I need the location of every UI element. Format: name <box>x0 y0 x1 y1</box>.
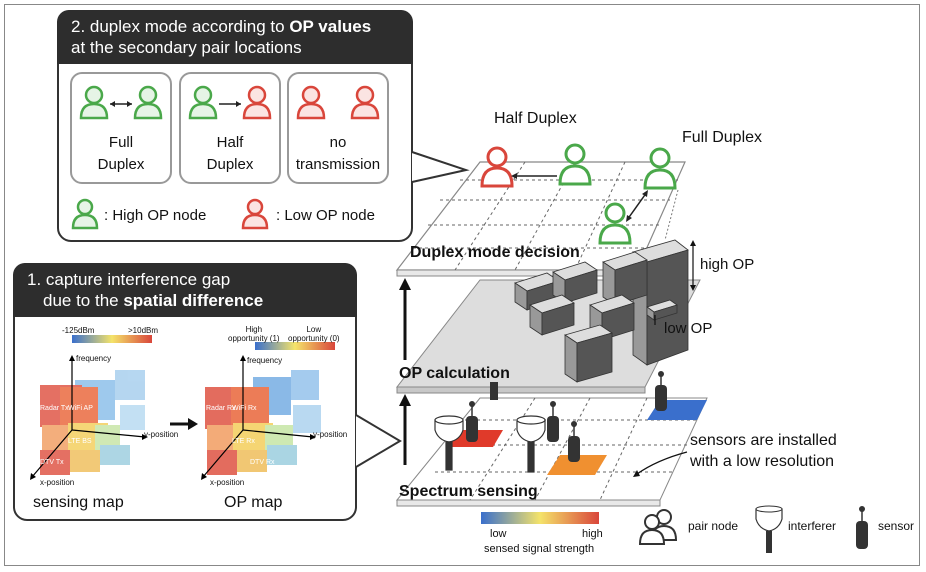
panel1-title-line2-bold: spatial difference <box>123 291 264 310</box>
high-op-node-icon <box>71 198 99 230</box>
half-duplex-pair-icon <box>188 85 272 120</box>
mode-no-transmission: no transmission <box>287 72 389 184</box>
panel2-title-bold: OP values <box>289 17 372 36</box>
duplex-mode-panel-header: 2. duplex mode according to OP values at… <box>57 10 413 64</box>
panel1-callout-pointer <box>355 414 402 468</box>
op-scale-bar <box>255 342 335 350</box>
sensing-scale-bar <box>72 335 152 343</box>
sensor-note-line1: sensors are installed <box>690 432 837 449</box>
interference-gap-panel-header: 1. capture interference gap due to the s… <box>13 263 357 317</box>
full-duplex-pair-icon <box>79 85 163 120</box>
layer-label-op-calculation: OP calculation <box>399 365 510 382</box>
layer-label-spectrum-sensing: Spectrum sensing <box>399 483 538 500</box>
op-scale-min-line2: opportunity (1) <box>228 334 280 343</box>
layer-stack-diagram <box>395 143 708 507</box>
pair-node-icon <box>638 509 678 545</box>
legend-sensor: sensor <box>878 519 915 533</box>
panel2-title-prefix: 2. duplex mode according to <box>71 17 290 36</box>
mode-half-line2: Duplex <box>206 156 254 173</box>
sensor-note-line2: with a low resolution <box>690 453 835 470</box>
sensing-axis-y: y-position <box>144 430 179 439</box>
sensing-scale-min: -125dBm <box>62 326 95 335</box>
layer-label-duplex-decision: Duplex mode decision <box>410 244 580 261</box>
label-high-op: high OP <box>700 256 755 273</box>
panel1-title-line2-prefix: due to the <box>43 291 124 310</box>
interferer-icon <box>755 505 783 553</box>
mode-none-line1: no <box>329 134 347 151</box>
sensing-scale-max: >10dBm <box>128 326 159 335</box>
legend-low-op: : Low OP node <box>276 207 375 224</box>
op-axis-x: x-position <box>210 478 245 487</box>
top-label-half-duplex: Half Duplex <box>494 110 577 127</box>
sensing-cell-lte: LTE BS <box>68 438 92 445</box>
mode-none-line2: transmission <box>295 156 381 173</box>
op-bars <box>514 239 689 383</box>
sensor-icon <box>856 506 868 549</box>
figure-frame <box>4 4 920 566</box>
sensing-cell-radar: Radar Tx <box>40 405 69 412</box>
panel2-title-line2: at the secondary pair locations <box>71 38 302 57</box>
mode-full-duplex: Full Duplex <box>70 72 172 184</box>
sensing-cell-dtv: DTV Tx <box>40 459 64 466</box>
low-op-node-icon <box>241 198 269 230</box>
sensing-cell-wifi: WiFi AP <box>68 405 93 412</box>
sensing-axis-frequency: frequency <box>76 354 112 363</box>
mode-full-line2: Duplex <box>97 156 145 173</box>
sensing-cell-mid <box>547 455 607 475</box>
op-cell-radar: Radar Rx <box>206 405 236 412</box>
map-transform-arrow <box>170 418 198 430</box>
label-low-op: low OP <box>664 320 713 337</box>
legend-interferer: interferer <box>788 519 837 533</box>
scale-high-label: high <box>582 528 603 540</box>
mode-half-line1: Half <box>216 134 244 151</box>
op-cell-dtv: DTV Rx <box>250 459 275 466</box>
op-scale-min-line1: High <box>245 325 263 334</box>
panel2-callout-pointer <box>411 151 470 183</box>
signal-strength-scale <box>481 512 599 524</box>
op-scale-max: Low opportunity (0) <box>288 325 340 343</box>
op-map-cube <box>201 342 335 480</box>
legend-high-op: : High OP node <box>104 207 207 224</box>
sensing-axis-x: x-position <box>40 478 75 487</box>
sensing-map-label: sensing map <box>33 494 124 511</box>
op-cell-wifi: WiFi Rx <box>232 405 257 412</box>
top-label-full-duplex: Full Duplex <box>682 129 763 146</box>
op-scale-min: High opportunity (1) <box>228 325 280 343</box>
mode-half-duplex: Half Duplex <box>179 72 281 184</box>
op-axis-y: y-position <box>313 430 348 439</box>
sensor-devices <box>466 371 667 462</box>
interferer-devices <box>434 415 546 473</box>
legend-pair-node: pair node <box>688 519 739 533</box>
scale-low-label: low <box>490 528 507 540</box>
op-map-label: OP map <box>224 494 283 511</box>
sensing-map-cube <box>30 335 152 480</box>
op-axis-frequency: frequency <box>247 356 283 365</box>
no-transmission-pair-icon <box>296 85 380 120</box>
op-scale-max-line1: Low <box>306 325 322 334</box>
op-cell-lte: LTE Rx <box>232 438 255 445</box>
mode-full-line1: Full <box>108 134 134 151</box>
scale-caption: sensed signal strength <box>484 543 595 555</box>
top-pair-nodes <box>480 143 679 245</box>
panel1-title-line1: 1. capture interference gap <box>27 270 231 289</box>
op-scale-max-line2: opportunity (0) <box>288 334 340 343</box>
